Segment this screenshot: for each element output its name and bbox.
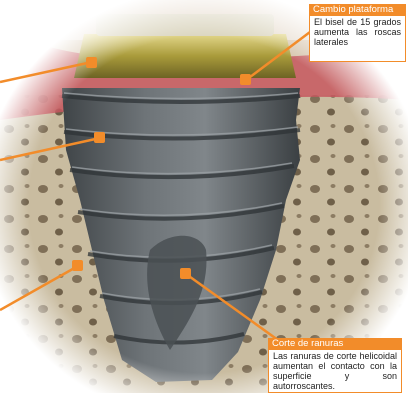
callout-title: Cambio plataforma xyxy=(309,4,406,16)
marker-platform xyxy=(240,74,251,85)
callout-body: Las ranuras de corte helicoidal aumentan… xyxy=(269,351,401,393)
callout-grooves: Corte de ranuras Las ranuras de corte he… xyxy=(268,338,402,393)
marker-thread xyxy=(94,132,105,143)
callout-title: Corte de ranuras xyxy=(268,338,402,350)
marker-collar xyxy=(86,57,97,68)
marker-groove xyxy=(180,268,191,279)
callout-platform: Cambio plataforma El bisel de 15 grados … xyxy=(309,4,406,62)
marker-lower-thread xyxy=(72,260,83,271)
callout-body: El bisel de 15 grados aumenta las roscas… xyxy=(310,17,405,49)
